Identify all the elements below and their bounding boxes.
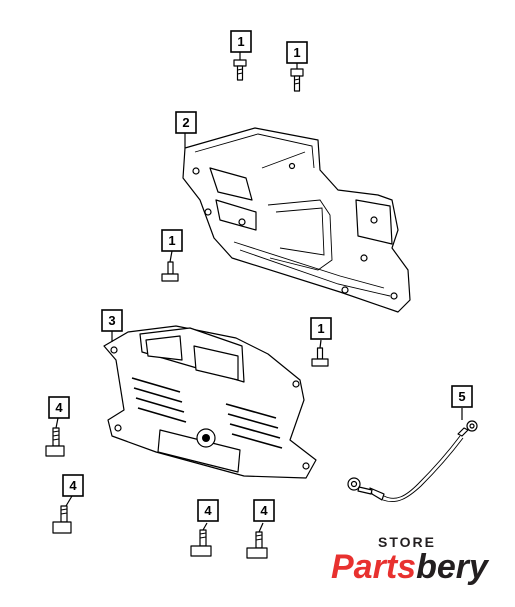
callout-1-bracket-left: 1 [161,229,183,252]
callout-1-right: 1 [310,317,332,340]
logo-store-text: STORE [378,534,436,550]
callout-4-bottom-right: 4 [253,499,275,522]
callout-label: 2 [182,115,189,130]
bolt-right [311,339,329,367]
engine-control-module [103,325,317,479]
callout-label: 1 [168,233,175,248]
callout-label: 5 [458,389,465,404]
bolt-item4-lower-left [52,495,73,534]
callout-label: 1 [293,45,300,60]
bolt-item4-upper-left [45,417,65,457]
partsbery-logo: STORE Partsbery [331,534,490,586]
logo-brand-text: Partsbery [331,548,490,586]
callout-4-bottom-mid: 4 [197,499,219,522]
callout-label: 4 [69,478,77,493]
bolt-top-left [233,52,247,81]
callout-label: 3 [108,313,115,328]
bolt-item4-bottom-mid [190,522,212,557]
callout-label: 1 [317,321,324,336]
logo-brand-part1: Parts [331,548,416,586]
callout-4-upper-left: 4 [48,396,70,419]
callout-1-top-left: 1 [230,30,252,53]
ground-strap [347,408,478,503]
callout-label: 4 [204,503,212,518]
callout-3: 3 [101,309,123,332]
callout-label: 1 [237,34,244,49]
callout-2: 2 [175,111,197,134]
logo-brand-part2: bery [416,548,490,586]
callout-label: 4 [260,503,268,518]
callout-label: 4 [55,400,63,415]
bolt-bracket-left [161,250,179,282]
callout-5: 5 [451,385,473,408]
callout-1-top-right: 1 [286,41,308,64]
callout-4-lower-left: 4 [62,474,84,497]
mounting-bracket [182,127,411,313]
bolt-top-right [290,63,304,92]
bolt-item4-bottom-right [246,522,268,559]
